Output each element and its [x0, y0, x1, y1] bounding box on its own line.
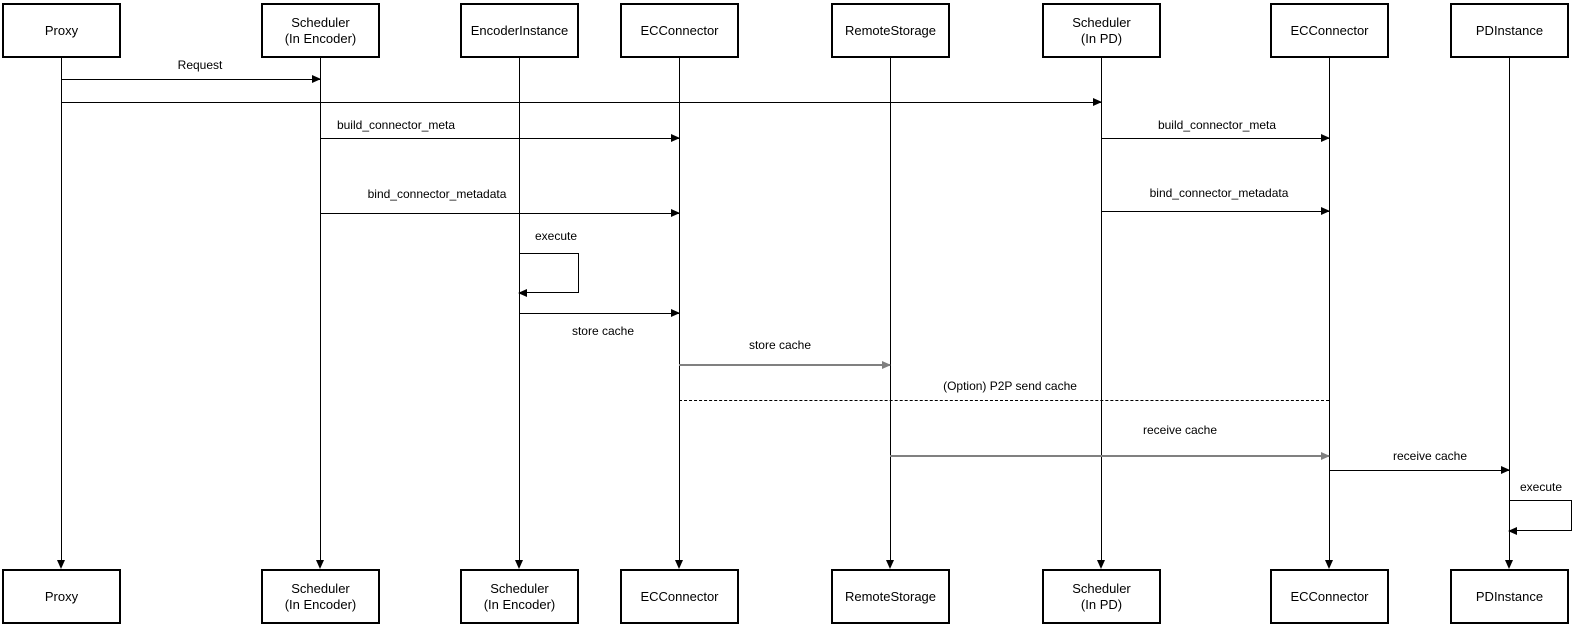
message-arrow-receive-cache-ec	[890, 452, 1330, 460]
actor-box-bottom-ec-connector-pd: ECConnector	[1270, 569, 1389, 624]
message-label-receive-cache-ec: receive cache	[1141, 423, 1219, 437]
message-arrow-build-connector-meta-encoder	[320, 134, 680, 142]
actor-box-bottom-pd-instance: PDInstance	[1450, 569, 1569, 624]
actor-box-top-proxy: Proxy	[2, 3, 121, 58]
message-label-receive-cache-pd: receive cache	[1391, 449, 1469, 463]
lifeline-remote-storage	[886, 58, 894, 569]
lifeline-proxy	[57, 58, 65, 569]
lifeline-pd-instance	[1505, 58, 1513, 569]
lifeline-scheduler-encoder	[316, 58, 324, 569]
message-label-p2p-send-cache: (Option) P2P send cache	[942, 379, 1078, 393]
message-label-request: Request	[176, 58, 224, 72]
message-label-build-connector-meta-encoder: build_connector_meta	[335, 118, 457, 132]
actor-box-bottom-ec-connector: ECConnector	[620, 569, 739, 624]
actor-box-bottom-remote-storage: RemoteStorage	[831, 569, 950, 624]
actor-box-top-ec-connector: ECConnector	[620, 3, 739, 58]
message-label-store-cache-encoder: store cache	[570, 324, 636, 338]
message-arrow-bind-connector-metadata-encoder	[320, 209, 680, 217]
message-arrow-store-cache-remote	[679, 361, 891, 369]
actor-box-top-encoder-instance: EncoderInstance	[460, 3, 579, 58]
lifeline-encoder-instance	[515, 58, 523, 569]
message-label-build-connector-meta-pd: build_connector_meta	[1156, 118, 1278, 132]
message-arrow-request	[61, 75, 321, 83]
message-arrow-receive-cache-pd	[1329, 466, 1510, 474]
actor-box-bottom-scheduler-encoder: Scheduler (In Encoder)	[261, 569, 380, 624]
actor-box-bottom-scheduler-pd: Scheduler (In PD)	[1042, 569, 1161, 624]
message-label-execute-encoder: execute	[533, 229, 579, 243]
message-label-bind-connector-metadata-pd: bind_connector_metadata	[1148, 186, 1290, 200]
self-message-execute-encoder	[518, 253, 579, 297]
message-label-store-cache-remote: store cache	[747, 338, 813, 352]
actor-box-top-ec-connector-pd: ECConnector	[1270, 3, 1389, 58]
actor-box-bottom-proxy: Proxy	[2, 569, 121, 624]
lifeline-scheduler-pd	[1097, 58, 1105, 569]
message-arrow-build-connector-meta-pd	[1101, 134, 1330, 142]
actor-box-top-remote-storage: RemoteStorage	[831, 3, 950, 58]
actor-box-top-scheduler-encoder: Scheduler (In Encoder)	[261, 3, 380, 58]
actor-box-bottom-scheduler-encoder-2: Scheduler (In Encoder)	[460, 569, 579, 624]
message-label-execute-pd: execute	[1518, 480, 1564, 494]
self-message-execute-pd	[1508, 500, 1572, 535]
actor-box-top-pd-instance: PDInstance	[1450, 3, 1569, 58]
actor-box-top-scheduler-pd: Scheduler (In PD)	[1042, 3, 1161, 58]
message-dashed-p2p-send-cache	[679, 400, 1329, 401]
message-arrow-store-cache-encoder	[519, 309, 680, 317]
message-label-bind-connector-metadata-encoder: bind_connector_metadata	[366, 187, 508, 201]
lifeline-ec-connector-pd	[1325, 58, 1333, 569]
message-arrow-proxy-to-scheduler-pd	[61, 98, 1102, 106]
message-arrow-bind-connector-metadata-pd	[1101, 207, 1330, 215]
